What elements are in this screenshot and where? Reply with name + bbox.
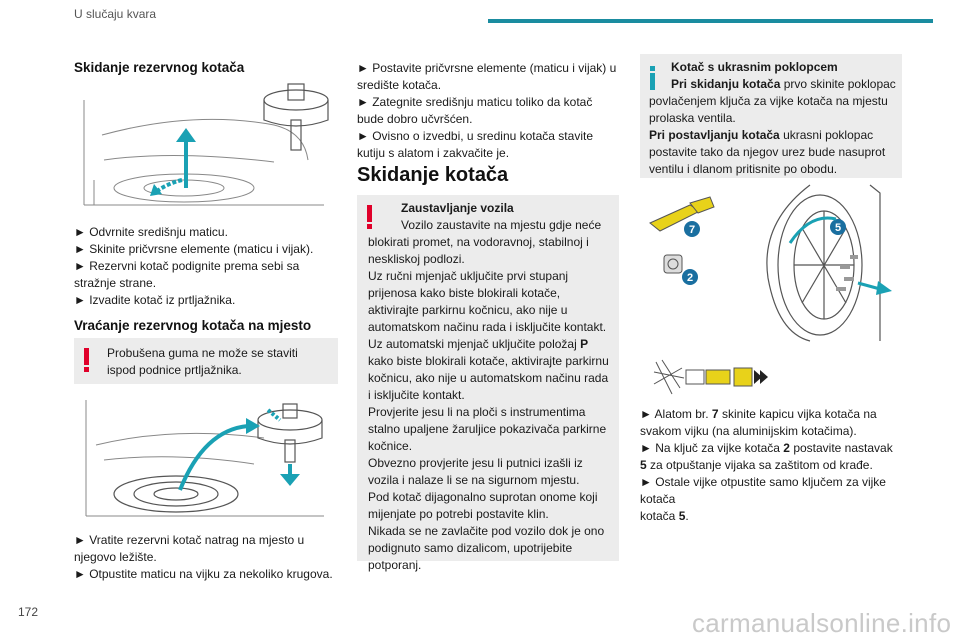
- warning-box-puncture: Probušena guma ne može se staviti ispod …: [74, 338, 338, 384]
- callout-7: 7: [689, 224, 695, 236]
- figure-wheel-bolts: 7 5 2: [649, 184, 892, 342]
- section-title-wheel-removal: Skidanje kotača: [357, 164, 509, 186]
- warning-exclamation-icon: [367, 205, 372, 229]
- page-number: 172: [18, 605, 39, 619]
- info-icon: [650, 64, 655, 90]
- heading-spare-wheel-removal: Skidanje rezervnog kotača: [74, 60, 245, 75]
- steps-refit-continued: ► Postavite pričvrsne elemente (maticu i…: [357, 61, 617, 160]
- warning-box-stopping-vehicle: Zaustavljanje vozila Vozilo zaustavite n…: [357, 195, 619, 572]
- header-accent-bar: [488, 19, 933, 23]
- page-header-title: U slučaju kvara: [74, 7, 157, 21]
- steps-wheel-bolts: ► Alatom br. 7 skinite kapicu vijka kota…: [640, 407, 893, 523]
- steps-refit: ► Vratite rezervni kotač natrag na mjest…: [74, 533, 333, 581]
- info-box-wheel-trim: Kotač s ukrasnim poklopcem Pri skidanju …: [640, 54, 902, 178]
- steps-removal: ► Odvrnite središnju maticu. ► Skinite p…: [74, 225, 314, 307]
- heading-spare-wheel-refit: Vraćanje rezervnog kotača na mjesto: [74, 318, 312, 333]
- callout-2: 2: [687, 272, 693, 284]
- figure-antitheft-adapter: [653, 359, 768, 395]
- figure-spare-wheel-refit: [85, 400, 324, 517]
- callout-5: 5: [835, 222, 841, 234]
- warning-exclamation-icon: [84, 348, 89, 372]
- watermark: carmanualsonline.info: [692, 608, 952, 638]
- figure-spare-wheel-removal: [83, 83, 329, 206]
